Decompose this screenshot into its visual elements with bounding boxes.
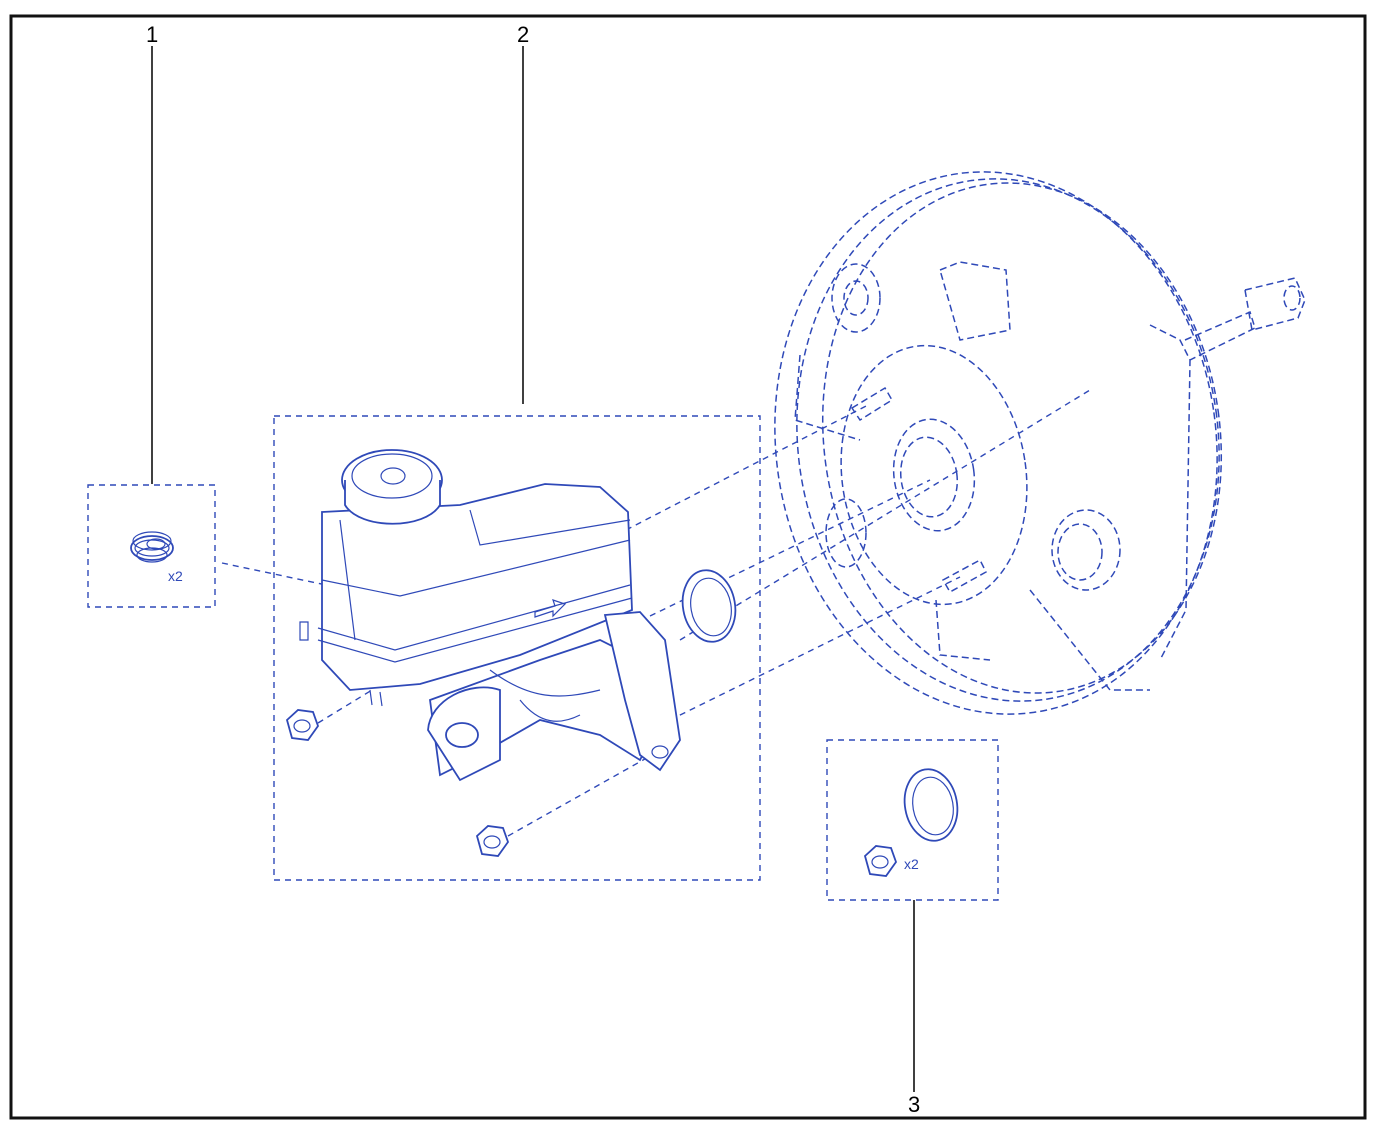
kit-2-box: [273, 415, 761, 881]
callout-2-number: 2: [517, 22, 529, 47]
diagram-frame: [9, 14, 1367, 1120]
alignment-line: [669, 576, 961, 721]
kit-1-quantity: x2: [168, 568, 183, 584]
kit-3-quantity: x2: [904, 856, 919, 872]
parts-drawing: x2: [87, 171, 1306, 901]
callout-1-number: 1: [146, 22, 158, 47]
nut-part: [475, 825, 510, 857]
nut-part: [863, 845, 898, 877]
callout-3-number: 3: [908, 1092, 920, 1117]
o-ring-part: [903, 768, 959, 842]
alignment-line: [625, 403, 871, 531]
nut-part: [285, 709, 320, 741]
o-ring-part: [681, 569, 737, 643]
alignment-line: [649, 479, 931, 617]
alignment-line: [507, 754, 653, 837]
brake-booster-ghost: [774, 171, 1306, 715]
master-cylinder-part: [299, 449, 681, 782]
kit-1-box: [87, 484, 216, 608]
grommet-part: [130, 531, 174, 563]
alignment-line: [679, 389, 1091, 641]
